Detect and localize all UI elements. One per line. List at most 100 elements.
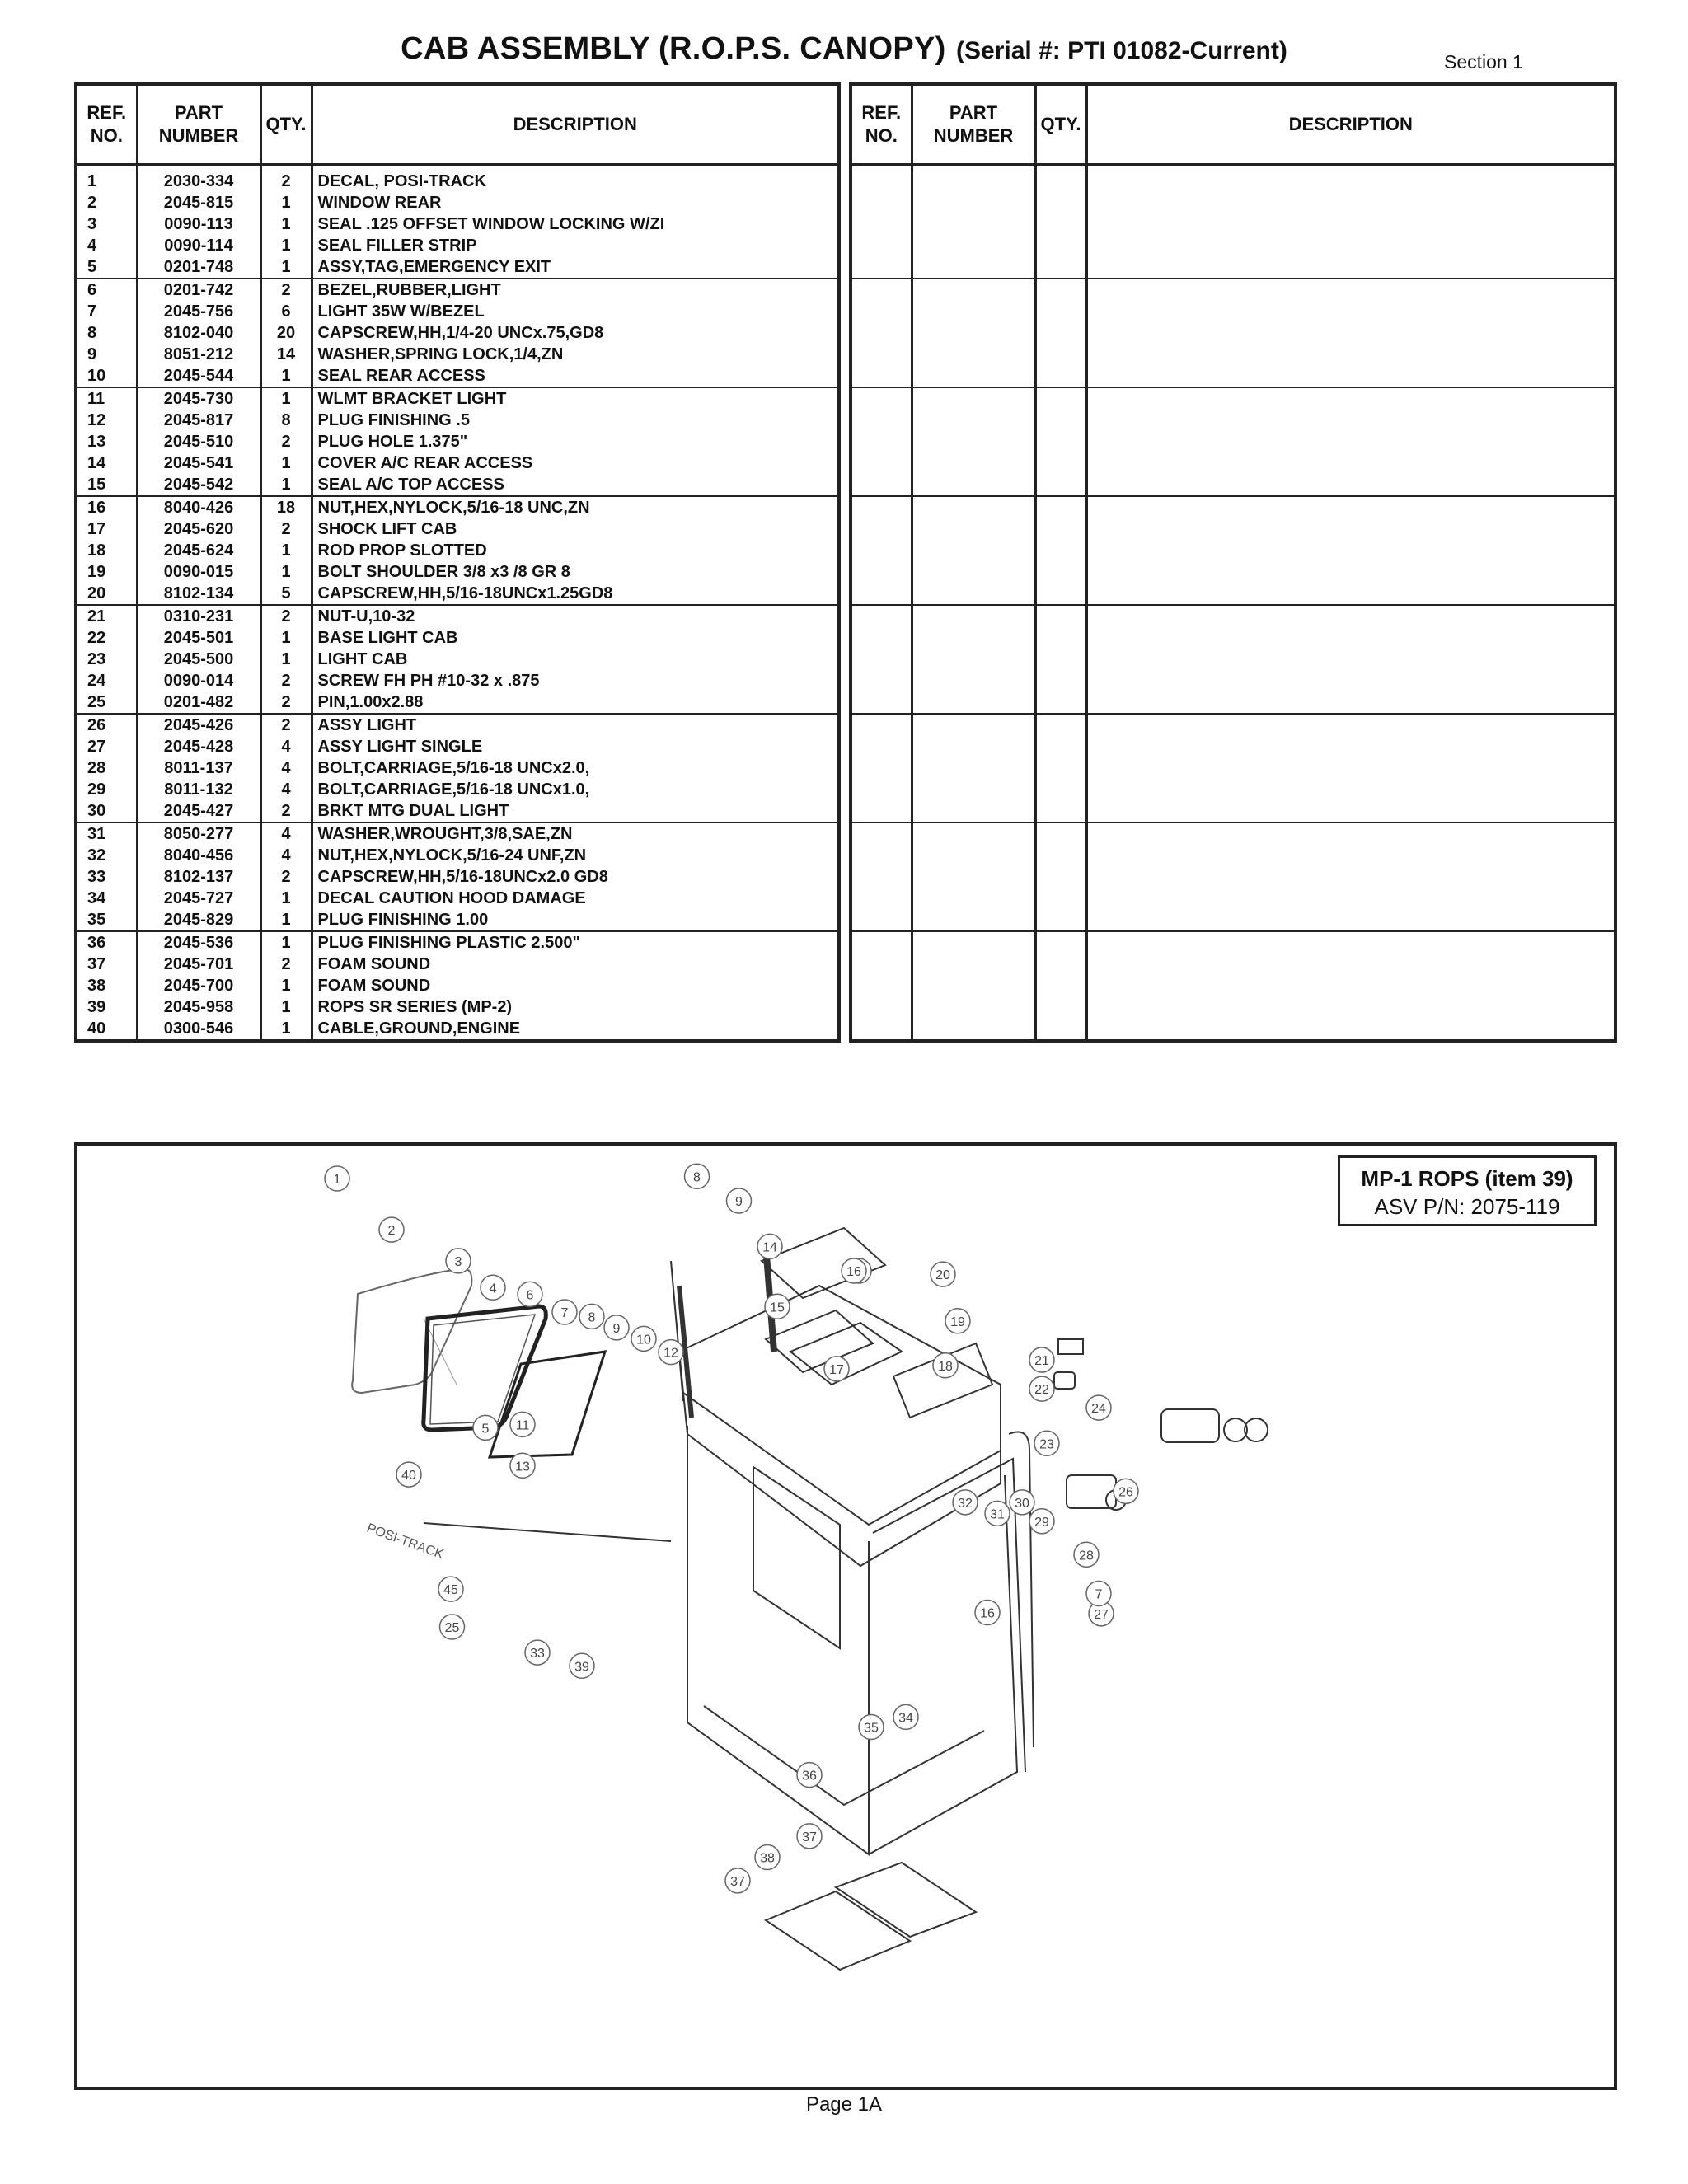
qty-cell: 1 <box>259 213 313 235</box>
ref-cell: 3 <box>74 213 138 235</box>
part-number-cell: 8051-212 <box>135 344 262 365</box>
col-header-qty: QTY. <box>1034 82 1088 166</box>
callout-bubble <box>1029 1376 1055 1402</box>
part-number-cell: 2045-815 <box>135 192 262 213</box>
table-row-empty <box>849 1018 1617 1041</box>
part-number-cell: 8040-456 <box>135 845 262 866</box>
qty-cell: 8 <box>259 410 313 431</box>
callout-bubble <box>579 1303 605 1330</box>
callout-label: 32 <box>958 1497 973 1511</box>
callout-label: 7 <box>561 1306 569 1320</box>
description-cell: BOLT,CARRIAGE,5/16-18 UNCx2.0, <box>310 757 841 779</box>
part-number-cell: 8050-277 <box>135 822 262 845</box>
part-number-cell: 8040-426 <box>135 495 262 518</box>
mp-box-line2: ASV P/N: 2075-119 <box>1374 1194 1560 1219</box>
callout-bubble <box>858 1713 884 1741</box>
ref-cell: 28 <box>74 757 138 779</box>
qty-cell: 2 <box>259 518 313 540</box>
col-header-part: PART NUMBER <box>910 82 1037 166</box>
callout-bubble <box>1085 1394 1112 1421</box>
ref-cell: 9 <box>74 344 138 365</box>
table-row-empty <box>849 713 1617 736</box>
callout-label: 31 <box>990 1507 1005 1521</box>
description-cell: WINDOW REAR <box>310 192 841 213</box>
callout-bubble <box>757 1233 783 1260</box>
callout-bubble <box>509 1411 536 1438</box>
callout-bubble <box>1113 1478 1139 1505</box>
qty-cell: 1 <box>259 649 313 670</box>
mp-box-line1: MP-1 ROPS (item 39) <box>1361 1166 1573 1191</box>
callout-bubble <box>1029 1508 1055 1535</box>
description-cell: CAPSCREW,HH,5/16-18UNCx1.25GD8 <box>310 583 841 605</box>
callout-bubble <box>1029 1347 1055 1373</box>
callout-label: 36 <box>802 1769 817 1783</box>
qty-cell: 1 <box>259 627 313 649</box>
part-number-cell: 0090-014 <box>135 670 262 691</box>
description-cell: BASE LIGHT CAB <box>310 627 841 649</box>
table-row-empty <box>849 561 1617 583</box>
part-number-cell: 8011-132 <box>135 779 262 800</box>
description-cell: SEAL FILLER STRIP <box>310 235 841 256</box>
page-number: Page 1A <box>805 2093 883 2116</box>
access-seal-drawing <box>764 1309 874 1374</box>
callout-label: 28 <box>1079 1549 1094 1563</box>
table-row-empty <box>849 691 1617 714</box>
qty-cell: 5 <box>259 583 313 605</box>
callout-bubble <box>1009 1489 1035 1516</box>
title-serial: (Serial #: PTI 01082-Current) <box>956 37 1287 64</box>
ref-cell: 2 <box>74 192 138 213</box>
part-number-cell: 2045-829 <box>135 909 262 931</box>
part-number-cell: 8102-134 <box>135 583 262 605</box>
qty-cell: 1 <box>259 192 313 213</box>
qty-cell: 2 <box>259 866 313 888</box>
parts-table-right: REF. NO. PART NUMBER QTY. DESCRIPTION <box>849 82 1617 1043</box>
part-number-cell: 2045-427 <box>135 800 262 823</box>
part-number-cell: 2045-541 <box>135 452 262 474</box>
callout-bubble <box>472 1414 499 1441</box>
part-number-cell: 2045-701 <box>135 954 262 975</box>
callout-bubble <box>796 1761 823 1788</box>
description-cell: ASSY LIGHT SINGLE <box>310 736 841 757</box>
ref-cell: 18 <box>74 540 138 561</box>
sound-foam-drawing <box>763 1890 912 1971</box>
callout-label: 2 <box>388 1224 396 1238</box>
ref-cell: 10 <box>74 365 138 387</box>
description-cell: COVER A/C REAR ACCESS <box>310 452 841 474</box>
callout-label: 16 <box>980 1607 995 1621</box>
ref-cell: 7 <box>74 301 138 322</box>
callout-label: 17 <box>829 1363 844 1377</box>
qty-cell: 1 <box>259 474 313 496</box>
part-number-cell: 2045-428 <box>135 736 262 757</box>
callout-group: 1234567891011121314151617181920212223242… <box>324 1163 1139 1894</box>
diagram-frame <box>74 1142 1617 2090</box>
qty-cell: 1 <box>259 1018 313 1041</box>
table-row-empty <box>849 192 1617 213</box>
qty-cell: 1 <box>259 909 313 931</box>
callout-label: 39 <box>574 1660 589 1674</box>
qty-cell: 6 <box>259 301 313 322</box>
callout-label: 8 <box>588 1310 596 1324</box>
qty-cell: 2 <box>259 278 313 301</box>
table-row-empty <box>849 365 1617 387</box>
description-cell: BOLT,CARRIAGE,5/16-18 UNCx1.0, <box>310 779 841 800</box>
description-cell: PLUG FINISHING PLASTIC 2.500" <box>310 930 841 954</box>
callout-bubble <box>823 1356 850 1382</box>
table-row-empty <box>849 930 1617 954</box>
qty-cell: 1 <box>259 930 313 954</box>
description-cell: LIGHT 35W W/BEZEL <box>310 301 841 322</box>
part-number-cell: 2045-501 <box>135 627 262 649</box>
ref-cell: 14 <box>74 452 138 474</box>
table-row-empty <box>849 452 1617 474</box>
